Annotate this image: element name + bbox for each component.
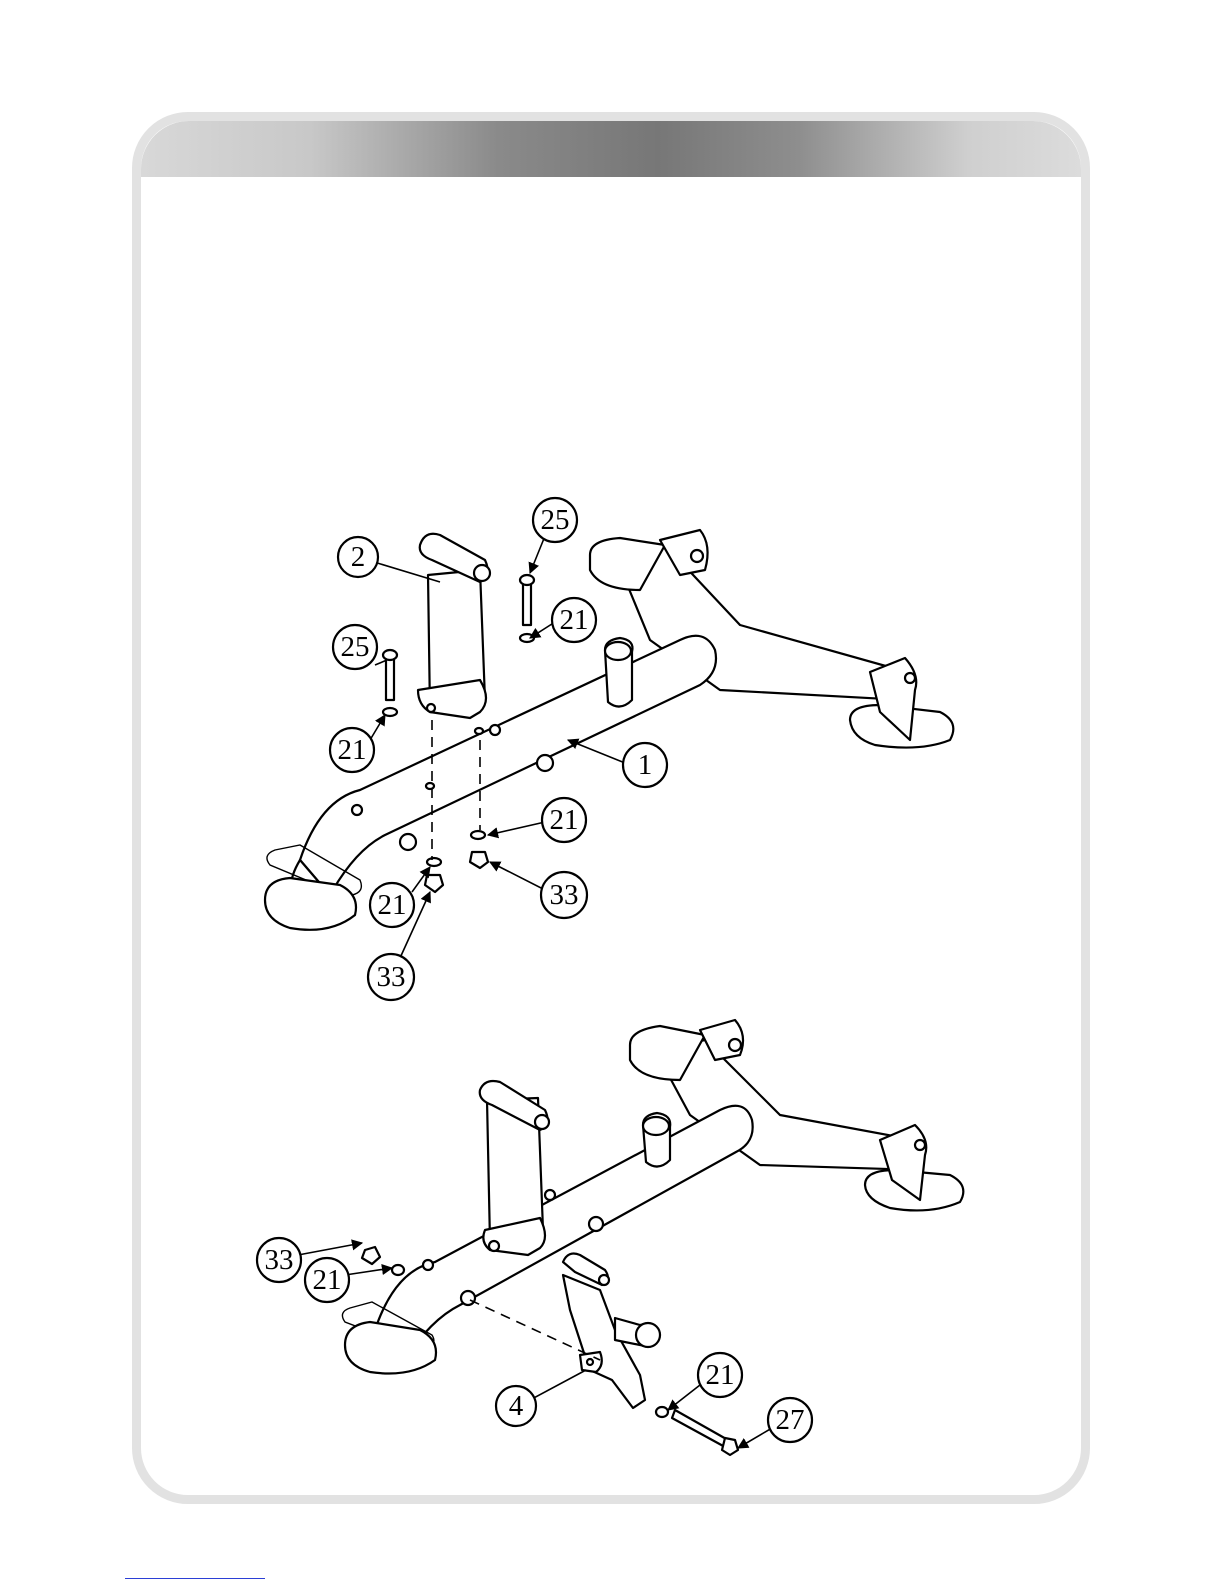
svg-text:21: 21 <box>378 889 407 921</box>
bolt-27-head <box>722 1438 738 1455</box>
callout-21-bottom: 21 <box>370 883 414 927</box>
upright-base-plate <box>418 680 486 718</box>
bolt-25-left <box>386 655 394 700</box>
callout-27: 27 <box>768 1398 812 1442</box>
svg-text:1: 1 <box>638 749 653 781</box>
callout-21-bottom-left: 21 <box>305 1258 349 1302</box>
svg-text:21: 21 <box>550 804 579 836</box>
svg-text:25: 25 <box>341 631 370 663</box>
nut-33-left <box>425 875 443 892</box>
bolt-27 <box>672 1410 728 1447</box>
svg-text:33: 33 <box>550 879 579 911</box>
footer-link-underline <box>125 1578 265 1579</box>
top-assembly-step: 25 2 21 25 21 1 21 33 <box>265 498 953 1000</box>
svg-text:27: 27 <box>776 1404 805 1436</box>
svg-text:4: 4 <box>509 1390 524 1422</box>
callout-33-right: 33 <box>541 872 587 918</box>
svg-text:25: 25 <box>541 504 570 536</box>
svg-text:33: 33 <box>265 1244 294 1276</box>
callout-4: 4 <box>496 1386 536 1426</box>
bolt-25-right <box>523 580 531 625</box>
callout-21-bottom-right: 21 <box>698 1353 742 1397</box>
svg-text:21: 21 <box>313 1264 342 1296</box>
svg-text:21: 21 <box>560 604 589 636</box>
svg-text:2: 2 <box>351 541 366 573</box>
bottom-assembly-step: 33 21 4 21 27 <box>257 1020 963 1455</box>
callout-21-left: 21 <box>330 728 374 772</box>
callout-21-upper-right: 21 <box>552 598 596 642</box>
callout-33-bottom: 33 <box>368 954 414 1000</box>
callout-25-top-right: 25 <box>533 498 577 542</box>
nut-33-right <box>470 852 488 868</box>
svg-text:21: 21 <box>706 1359 735 1391</box>
front-foot <box>265 878 356 930</box>
callout-33-bottom-left: 33 <box>257 1238 301 1282</box>
nut-33-side <box>362 1247 380 1264</box>
svg-text:33: 33 <box>377 961 406 993</box>
callout-1: 1 <box>623 743 667 787</box>
callout-25-left: 25 <box>333 625 377 669</box>
callout-2: 2 <box>338 537 378 577</box>
callout-21-lower-right: 21 <box>542 798 586 842</box>
svg-text:21: 21 <box>338 734 367 766</box>
main-beam-2 <box>375 1106 753 1360</box>
